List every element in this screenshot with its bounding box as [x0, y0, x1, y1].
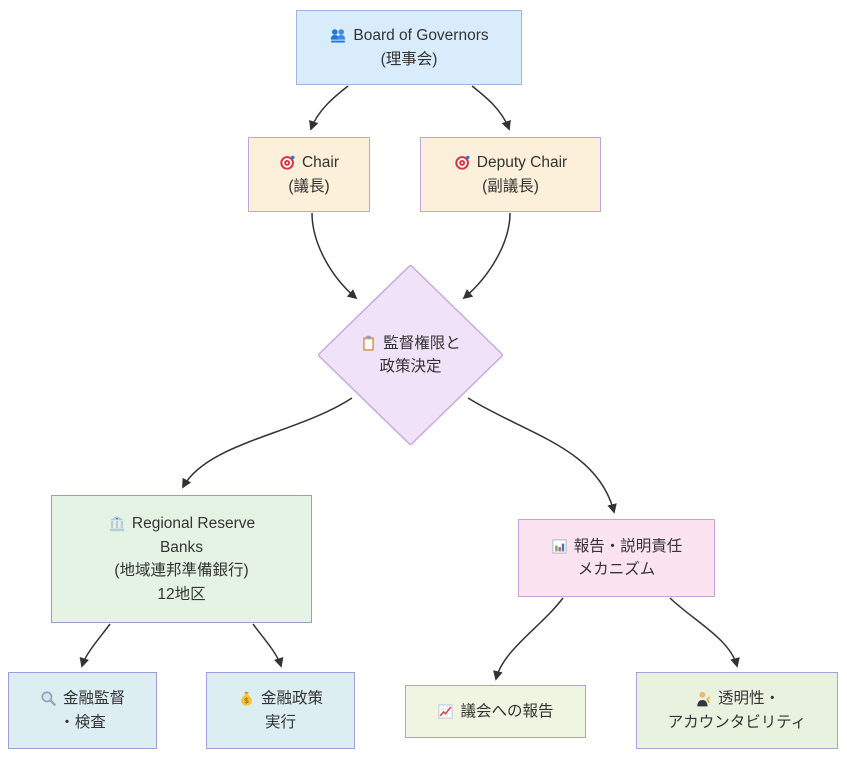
node-sublabel: (地域連邦準備銀行) — [114, 562, 249, 579]
node-label: 透明性・ — [717, 690, 780, 707]
edge-chair-to-decision — [311, 212, 358, 300]
edge-decision-to-accountability — [467, 397, 617, 514]
node-label: 議会への報告 — [460, 702, 554, 720]
svg-text:$: $ — [244, 696, 249, 705]
node-label: Board of Governors — [353, 27, 489, 44]
node-label: Deputy Chair — [476, 154, 568, 171]
money-bag-icon: $ — [238, 690, 255, 707]
edge-deputy-chair-to-decision — [462, 212, 511, 300]
target-icon — [454, 154, 471, 171]
node-regional-reserve-banks: Regional Reserve Banks (地域連邦準備銀行) 12地区 — [51, 495, 312, 623]
node-label: Chair — [301, 154, 340, 171]
edge-board-to-deputy-chair — [471, 85, 511, 131]
node-label: Regional Reserve — [131, 515, 256, 532]
edge-board-to-chair — [309, 85, 349, 131]
node-label-2: Banks — [159, 538, 204, 556]
node-decision: 監督権限と 政策決定 — [318, 265, 503, 445]
chart-increasing-icon — [437, 703, 454, 720]
bar-chart-icon — [551, 538, 568, 555]
node-sublabel: アカウンタビリティ — [667, 713, 807, 731]
node-deputy-chair: Deputy Chair (副議長) — [420, 137, 601, 212]
edge-accountability-to-transparency — [669, 597, 740, 668]
diamond-polygon — [318, 265, 503, 445]
node-label: 金融監督 — [62, 690, 125, 707]
node-accountability-mechanism: 報告・説明責任 メカニズム — [518, 519, 715, 597]
busts-icon — [329, 27, 347, 45]
node-sublabel: (理事会) — [380, 50, 438, 68]
node-sublabel: ・検査 — [59, 713, 106, 731]
node-sublabel: (議長) — [288, 177, 330, 195]
node-sublabel: 実行 — [264, 713, 296, 731]
node-chair: Chair (議長) — [248, 137, 370, 212]
clipboard-icon — [360, 335, 377, 352]
target-icon — [279, 154, 296, 171]
node-monetary-policy: $ 金融政策 実行 — [206, 672, 355, 749]
node-sublabel-2: 12地区 — [157, 585, 206, 603]
edge-accountability-to-congress — [493, 597, 564, 681]
edge-reserve-to-supervision — [79, 623, 111, 668]
node-congress-report: 議会への報告 — [405, 685, 586, 738]
judge-icon — [694, 690, 712, 708]
node-financial-supervision: 金融監督 ・検査 — [8, 672, 157, 749]
node-sublabel: メカニズム — [577, 561, 656, 578]
node-transparency: 透明性・ アカウンタビリティ — [636, 672, 838, 749]
edge-decision-to-reserve-banks — [182, 397, 353, 489]
node-sublabel: 政策決定 — [379, 358, 442, 375]
node-sublabel: (副議長) — [482, 177, 539, 195]
bank-icon — [108, 515, 126, 533]
node-label: 監督権限と — [383, 334, 461, 352]
node-label: 報告・説明責任 — [573, 537, 683, 555]
node-label: 金融政策 — [260, 690, 323, 707]
decision-diamond-shape — [318, 265, 503, 445]
edge-reserve-to-policy — [252, 623, 284, 668]
magnifier-icon — [40, 690, 57, 707]
node-board-of-governors: Board of Governors (理事会) — [296, 10, 522, 85]
